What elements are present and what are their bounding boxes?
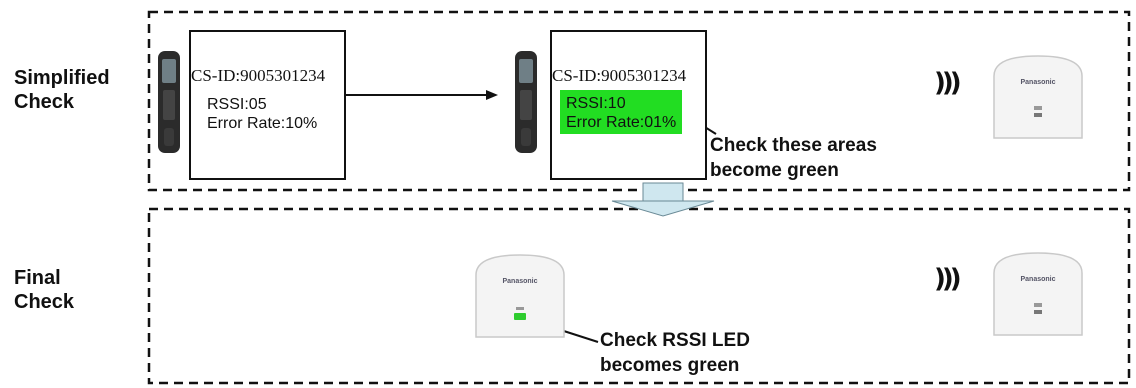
brand-logo: Panasonic xyxy=(1020,276,1055,283)
radio-wave-icon: ))) xyxy=(934,68,962,98)
cs-id-text: CS-ID:9005301234 xyxy=(552,66,687,85)
repeater-device-icon: Panasonic xyxy=(475,254,565,338)
repeater-device-icon: Panasonic xyxy=(993,252,1083,336)
rssi-value: RSSI:05 xyxy=(207,96,267,113)
brand-logo: Panasonic xyxy=(1020,79,1055,86)
green-highlight-area xyxy=(560,90,682,134)
brand-logo: Panasonic xyxy=(502,278,537,285)
handset-screen-before: CS-ID:9005301234 RSSI:05 Error Rate:10% xyxy=(189,30,346,180)
handset-icon xyxy=(515,51,537,153)
simplified-check-label: Simplified Check xyxy=(14,66,110,114)
rssi-led-line2: becomes green xyxy=(600,355,740,376)
green-areas-callout: Check these areas become green xyxy=(710,133,877,183)
error-rate-value: Error Rate:01% xyxy=(566,114,677,131)
cs-id-text: CS-ID:9005301234 xyxy=(191,66,326,85)
error-rate-value: Error Rate:10% xyxy=(207,115,318,132)
radio-wave-icon: ))) xyxy=(934,264,962,294)
rssi-led-callout: Check RSSI LED becomes green xyxy=(600,328,750,378)
handset-screen-after: CS-ID:9005301234 RSSI:10 Error Rate:01% xyxy=(550,30,707,180)
green-areas-line1: Check these areas xyxy=(710,135,877,156)
final-label-line2: Check xyxy=(14,291,75,313)
rssi-led-line1: Check RSSI LED xyxy=(600,330,750,351)
progress-arrow xyxy=(345,90,498,100)
simplified-label-line1: Simplified xyxy=(14,67,110,89)
final-check-label: Final Check xyxy=(14,266,74,314)
section-transition-arrow xyxy=(611,182,715,217)
rssi-value: RSSI:10 xyxy=(566,95,626,112)
simplified-label-line2: Check xyxy=(14,91,75,113)
repeater-device-icon: Panasonic xyxy=(993,55,1083,139)
green-areas-line2: become green xyxy=(710,160,839,181)
final-label-line1: Final xyxy=(14,267,61,289)
final-check-frame xyxy=(147,207,1131,385)
rssi-led-indicator xyxy=(514,313,526,320)
handset-icon xyxy=(158,51,180,153)
simplified-check-frame xyxy=(147,10,1131,192)
